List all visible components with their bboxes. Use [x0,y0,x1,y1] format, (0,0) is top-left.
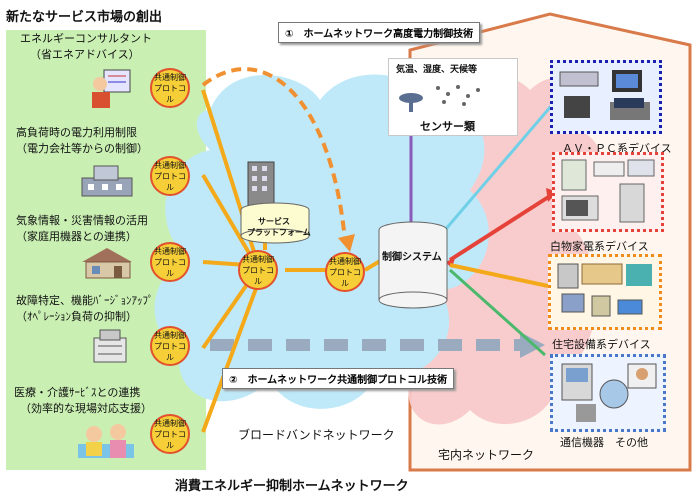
consultant-icon [92,69,131,108]
badge-3-line1: 共通制御 [154,246,186,256]
orange-dashed-arrow [201,67,347,241]
tech2-label: ② ホームネットワーク共通制御プロトコル技術 [222,368,455,389]
home-network-label: 宅内ネットワーク [438,448,535,462]
protocol-badge-2: 共通制御プロトコル [150,156,190,196]
sensor-label: センサー類 [420,120,475,133]
badge-control-line2: プロトコル [329,267,361,288]
sensor-caption: 気温、湿度、天候等 [396,65,478,75]
service-platform-icon [240,161,310,244]
house-icon [82,248,132,279]
sensor-icon [399,93,423,112]
badge-2-line2: プロトコル [154,171,186,192]
broadband-cloud [154,74,489,409]
badge-5-line2: プロトコル [154,429,186,450]
protocol-badge-center: 共通制御プロトコル [238,250,278,290]
footer-title: 消費エネルギー抑制ホームネットワーク [175,479,409,494]
comm-label: 通信機器 その他 [560,436,648,449]
protocol-badge-3: 共通制御プロトコル [150,242,190,282]
service-3-text: 気象情報・災害情報の活用 [16,214,148,227]
badge-1-line1: 共通制御 [154,72,186,82]
service-5-sub: （効率的な現場対応支援） [20,402,152,415]
protocol-badge-5: 共通制御プロトコル [150,414,190,454]
badge-2-line1: 共通制御 [154,160,186,170]
white-goods-icon [561,159,655,223]
service-3-sub: （家庭用機器との連携） [16,230,137,243]
badge-1-line2: プロトコル [154,83,186,104]
badge-3-line2: プロトコル [154,257,186,278]
service-1-text: エネルギーコンサルタント [20,32,152,45]
protocol-badge-1: 共通制御プロトコル [150,68,190,108]
whitegoods-link [448,194,552,262]
comm-devices-icon [561,363,657,422]
av-link [443,104,554,231]
service-5-text: 医療・介護ｻｰﾋﾞｽとの連携 [14,386,141,399]
page-title: 新たなサービス市場の創出 [6,10,163,25]
protocol-badge-control: 共通制御プロトコル [325,252,365,292]
factory-icon [93,329,127,363]
service-1-sub: （省エネアドバイス） [30,48,140,61]
medical-care-icon [78,424,134,458]
badge-5-line1: 共通制御 [154,418,186,428]
service-2-text: 高負荷時の電力利用制限 [16,126,137,139]
housing-label: 住宅設備系デバイス [552,338,651,351]
service-4-text: 故障特定、機能ﾊﾞｰｼﾞｮﾝｱｯﾌﾟ [16,294,154,307]
av-pc-label: ＡＶ・ＰＣ系デバイス [562,142,672,155]
raindrops-icon [436,85,480,106]
service-2-sub: （電力会社等からの制御） [16,142,148,155]
comm-link [448,268,547,357]
broadband-label: ブロードバンドネットワーク [238,428,395,442]
power-company-icon [81,165,133,197]
platform-label-2: プラットフォーム [247,228,311,237]
platform-label-1: サービス [258,217,290,226]
white-goods-label: 白物家電系デバイス [550,240,649,253]
control-system-label: 制御システム [382,252,442,263]
badge-4-line1: 共通制御 [154,330,186,340]
badge-control-line1: 共通制御 [329,256,361,266]
housing-equipment-icon [557,263,652,317]
tech1-label: ① ホームネットワーク高度電力制御技術 [278,22,481,43]
badge-4-line2: プロトコル [154,341,186,362]
housing-link [449,263,549,288]
control-system-icon [378,221,448,309]
badge-center-line2: プロトコル [242,265,274,286]
orange-dashed-arrowhead [338,234,355,252]
service-4-sub: （ｵﾍﾟﾚｰｼｮﾝ負荷の抑制） [16,310,137,323]
badge-center-line1: 共通制御 [242,254,274,264]
av-pc-devices-icon [559,70,650,120]
protocol-badge-4: 共通制御プロトコル [150,326,190,366]
sensor-panel [388,58,518,136]
